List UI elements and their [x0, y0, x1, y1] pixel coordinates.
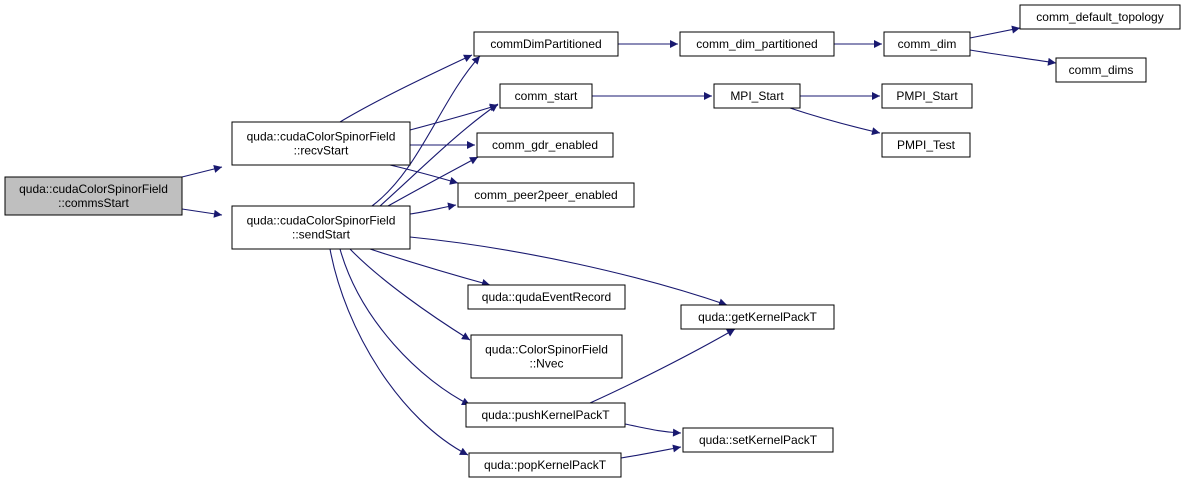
edge-comm_dim-to-comm_default_topology: [969, 25, 1021, 39]
node-comm_dim[interactable]: comm_dim: [883, 31, 971, 57]
node-Nvec[interactable]: quda::ColorSpinorField::Nvec: [470, 334, 623, 379]
edge-recvStart-to-commDimPartitioned: [339, 54, 473, 123]
node-label: quda::qudaEventRecord: [482, 290, 611, 304]
node-box[interactable]: [457, 182, 635, 208]
node-box[interactable]: [713, 83, 801, 109]
node-box[interactable]: [465, 402, 626, 428]
node-popKernelPackT[interactable]: quda::popKernelPackT: [468, 452, 622, 478]
node-label: comm_gdr_enabled: [492, 138, 598, 152]
node-getKernelPackT[interactable]: quda::getKernelPackT: [680, 304, 835, 330]
nodes-layer: quda::cudaColorSpinorField::commsStartqu…: [4, 4, 1181, 478]
node-label: commDimPartitioned: [490, 37, 601, 51]
node-label: ::commsStart: [58, 196, 129, 210]
edge-sendStart-to-pushKernelPackT: [339, 248, 471, 406]
edge-commsStart-to-sendStart: [181, 208, 223, 218]
node-comm_peer2peer_enabled[interactable]: comm_peer2peer_enabled: [457, 182, 635, 208]
node-label: quda::getKernelPackT: [698, 310, 817, 324]
edge-sendStart-to-comm_start: [379, 103, 499, 207]
node-PMPI_Start[interactable]: PMPI_Start: [881, 83, 973, 109]
edge-sendStart-to-popKernelPackT: [329, 248, 469, 456]
node-commDimPartitioned[interactable]: commDimPartitioned: [473, 31, 619, 57]
edge-commsStart-to-recvStart: [181, 165, 223, 178]
node-box[interactable]: [499, 83, 593, 109]
node-box[interactable]: [881, 132, 971, 158]
edge-popKernelPackT-to-setKernelPackT: [620, 444, 682, 459]
node-label: comm_peer2peer_enabled: [474, 188, 617, 202]
node-box[interactable]: [231, 205, 411, 250]
node-label: quda::popKernelPackT: [484, 458, 607, 472]
edge-pushKernelPackT-to-setKernelPackT: [624, 423, 682, 437]
edge-pushKernelPackT-to-getKernelPackT: [589, 328, 736, 404]
node-box[interactable]: [881, 83, 973, 109]
node-label: quda::setKernelPackT: [699, 433, 818, 447]
node-label: ::Nvec: [529, 357, 563, 371]
node-box[interactable]: [679, 31, 835, 57]
node-label: ::sendStart: [292, 228, 351, 242]
node-label: quda::ColorSpinorField: [485, 343, 608, 357]
node-label: comm_dim_partitioned: [696, 37, 817, 51]
edge-recvStart-to-comm_peer2peer_enabled: [389, 164, 459, 185]
node-comm_dim_partitioned[interactable]: comm_dim_partitioned: [679, 31, 835, 57]
node-label: quda::cudaColorSpinorField: [247, 214, 396, 228]
node-commsStart[interactable]: quda::cudaColorSpinorField::commsStart: [4, 176, 183, 216]
node-label: comm_default_topology: [1036, 10, 1163, 24]
node-box[interactable]: [4, 176, 183, 216]
node-box[interactable]: [473, 31, 619, 57]
node-label: quda::cudaColorSpinorField: [19, 182, 168, 196]
node-box[interactable]: [1055, 57, 1147, 83]
node-qudaEventRecord[interactable]: quda::qudaEventRecord: [467, 284, 626, 310]
edge-comm_dim-to-comm_dims: [969, 49, 1057, 66]
node-PMPI_Test[interactable]: PMPI_Test: [881, 132, 971, 158]
node-comm_gdr_enabled[interactable]: comm_gdr_enabled: [476, 132, 614, 158]
node-box[interactable]: [467, 284, 626, 310]
node-label: quda::pushKernelPackT: [481, 408, 610, 422]
node-box[interactable]: [231, 121, 411, 166]
node-label: PMPI_Start: [896, 89, 958, 103]
node-box[interactable]: [470, 334, 623, 379]
node-sendStart[interactable]: quda::cudaColorSpinorField::sendStart: [231, 205, 411, 250]
edge-sendStart-to-Nvec: [349, 248, 471, 341]
node-comm_default_topology[interactable]: comm_default_topology: [1019, 4, 1181, 30]
node-label: quda::cudaColorSpinorField: [247, 130, 396, 144]
node-box[interactable]: [680, 304, 835, 330]
node-label: comm_dim: [898, 37, 957, 51]
node-box[interactable]: [682, 427, 834, 453]
node-box[interactable]: [468, 452, 622, 478]
node-label: PMPI_Test: [897, 138, 956, 152]
node-comm_start[interactable]: comm_start: [499, 83, 593, 109]
edge-sendStart-to-comm_peer2peer_enabled: [409, 202, 457, 215]
node-pushKernelPackT[interactable]: quda::pushKernelPackT: [465, 402, 626, 428]
edge-recvStart-to-comm_start: [409, 103, 499, 131]
node-setKernelPackT[interactable]: quda::setKernelPackT: [682, 427, 834, 453]
edge-sendStart-to-getKernelPackT: [409, 236, 728, 307]
edge-MPI_Start-to-PMPI_Test: [789, 107, 881, 136]
node-label: comm_dims: [1069, 63, 1134, 77]
edge-sendStart-to-qudaEventRecord: [369, 248, 491, 287]
node-label: ::recvStart: [294, 144, 349, 158]
node-label: comm_start: [515, 89, 578, 103]
node-box[interactable]: [883, 31, 971, 57]
node-box[interactable]: [1019, 4, 1181, 30]
edges-layer: [181, 25, 1057, 459]
node-recvStart[interactable]: quda::cudaColorSpinorField::recvStart: [231, 121, 411, 166]
node-box[interactable]: [476, 132, 614, 158]
edge-sendStart-to-comm_gdr_enabled: [387, 156, 479, 207]
node-label: MPI_Start: [730, 89, 784, 103]
node-MPI_Start[interactable]: MPI_Start: [713, 83, 801, 109]
node-comm_dims[interactable]: comm_dims: [1055, 57, 1147, 83]
edge-sendStart-to-commDimPartitioned: [371, 55, 481, 207]
